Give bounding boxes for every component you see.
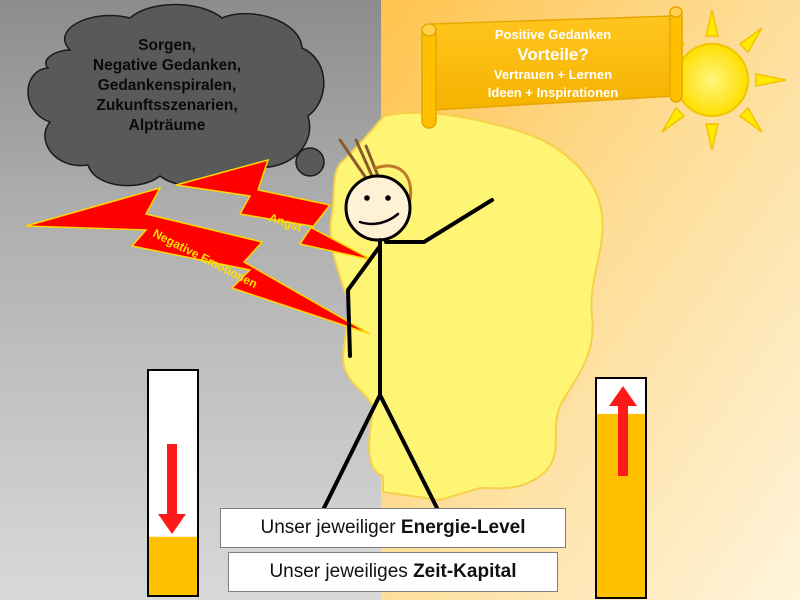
stick-figure — [320, 138, 494, 514]
time-label-bold: Zeit-Kapital — [413, 561, 517, 582]
down-arrow-icon — [158, 444, 186, 534]
energy-label-bold: Energie-Level — [400, 517, 526, 538]
scroll-line-trust-learning: Vertrauen + Lernen — [493, 67, 613, 82]
scroll-line-positive-thoughts: Positive Gedanken — [494, 27, 612, 42]
up-arrow-icon — [609, 386, 637, 476]
scroll-text: Positive Gedanken Vorteile? Vertrauen + … — [440, 26, 666, 102]
energy-gauge-right — [595, 377, 647, 599]
left-gauge-fill — [149, 536, 197, 595]
cloud-line: Sorgen, — [138, 37, 196, 54]
cloud-line: Negative Gedanken, — [92, 57, 242, 74]
cloud-text: Sorgen, Negative Gedanken, Gedankenspira… — [52, 36, 282, 136]
cloud-line: Gedankenspiralen, — [97, 77, 237, 94]
bolt-negative-emotions — [25, 186, 371, 335]
energy-gauge-left — [147, 369, 199, 597]
energy-label-prefix: Unser jeweiliger — [260, 517, 401, 538]
scroll-line-advantages: Vorteile? — [517, 45, 589, 64]
time-label-prefix: Unser jeweiliges — [269, 561, 414, 582]
cloud-line: Alpträume — [128, 117, 206, 134]
scroll-banner — [421, 6, 683, 129]
scroll-line-ideas-inspiration: Ideen + Inspirationen — [487, 85, 619, 100]
cloud-line: Zukunftsszenarien, — [96, 97, 238, 114]
time-capital-label: Unser jeweiliges Zeit-Kapital — [228, 552, 558, 592]
energy-level-label: Unser jeweiliger Energie-Level — [220, 508, 566, 548]
